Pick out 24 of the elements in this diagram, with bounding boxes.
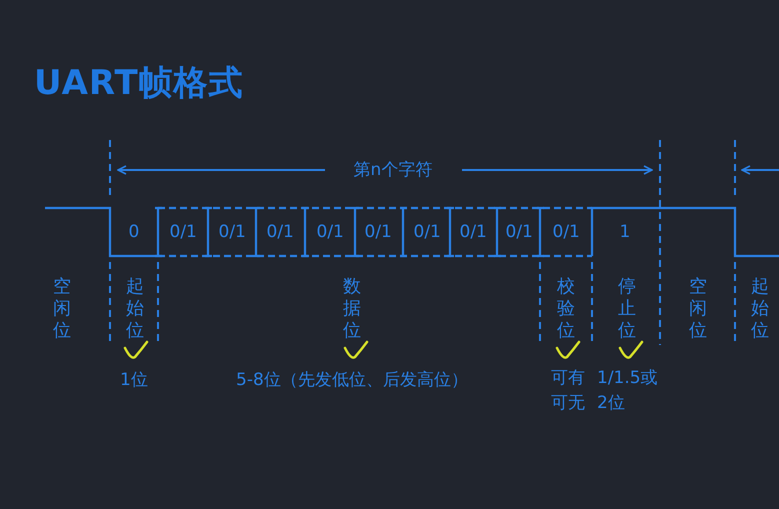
field-label: 校验位 bbox=[557, 276, 575, 342]
bit-value: 0/1 bbox=[316, 222, 344, 242]
field-label: 空闲位 bbox=[689, 276, 707, 342]
note: 1/1.5或2位 bbox=[597, 367, 659, 415]
bit-value: 1 bbox=[620, 222, 630, 242]
bit-value: 0/1 bbox=[364, 222, 392, 242]
bit-value: 0/1 bbox=[218, 222, 246, 242]
field-label: 停止位 bbox=[618, 276, 636, 342]
note: 可有可无 bbox=[551, 367, 586, 415]
bit-value: 0/1 bbox=[414, 222, 441, 242]
bit-value: 0/1 bbox=[506, 222, 533, 242]
note: 5-8位（先发低位、后发高位） bbox=[236, 370, 468, 390]
bit-value: 0/1 bbox=[460, 222, 487, 242]
bit-value: 0 bbox=[128, 222, 140, 242]
dimension-label: 第n个字符 bbox=[354, 160, 432, 180]
field-label: 空闲位 bbox=[53, 276, 71, 342]
note: 1位 bbox=[120, 370, 148, 390]
bit-value: 0/1 bbox=[266, 222, 294, 242]
bit-value: 0/1 bbox=[552, 222, 580, 242]
field-label: 起始位 bbox=[751, 276, 769, 342]
field-label: 数据位 bbox=[343, 276, 361, 342]
field-label: 起始位 bbox=[126, 276, 144, 342]
bit-value: 0/1 bbox=[170, 222, 197, 242]
title: UART帧格式 bbox=[34, 62, 244, 105]
